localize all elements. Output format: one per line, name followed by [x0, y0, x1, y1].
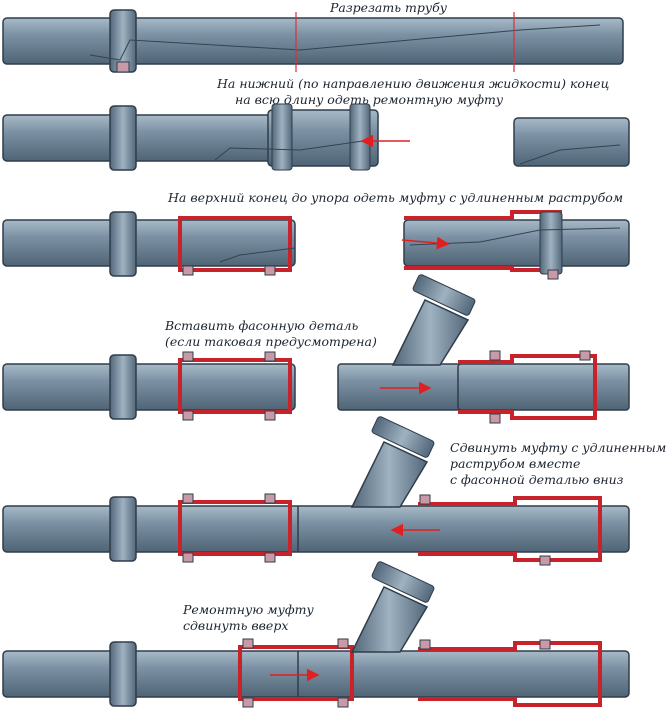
caption-step6-line2: сдвинуть вверх: [183, 618, 289, 633]
repair-coupling: [238, 645, 354, 701]
flow-arrow-icon: [401, 236, 450, 250]
caption-step6-line1: Ремонтную муфту: [183, 602, 314, 617]
caption-step4-line2: (если таковая предусмотрена): [165, 334, 377, 349]
caption-step3: На верхний конец до упора одеть муфту с …: [168, 190, 624, 205]
caption-step1: Разрезать трубу: [330, 0, 447, 15]
caption-step4-line1: Вставить фасонную деталь: [165, 318, 359, 333]
caption-step5-line1: Сдвинуть муфту с удлиненным: [450, 440, 667, 455]
caption-step2-line1: На нижний (по направлению движения жидко…: [217, 76, 610, 91]
caption-step5-line3: с фасонной деталью вниз: [450, 472, 624, 487]
step5-pipes: [2, 416, 630, 566]
step3-pipes: [2, 210, 630, 280]
caption-step5-line2: раструбом вместе: [450, 456, 581, 471]
caption-step2-line2: на всю длину одеть ремонтную муфту: [235, 92, 504, 107]
step6-pipes: [2, 561, 630, 708]
repair-coupling: [178, 216, 292, 272]
step2-pipes: [2, 103, 630, 171]
step1-pipe: [2, 9, 624, 73]
step4-pipes: [2, 274, 630, 424]
